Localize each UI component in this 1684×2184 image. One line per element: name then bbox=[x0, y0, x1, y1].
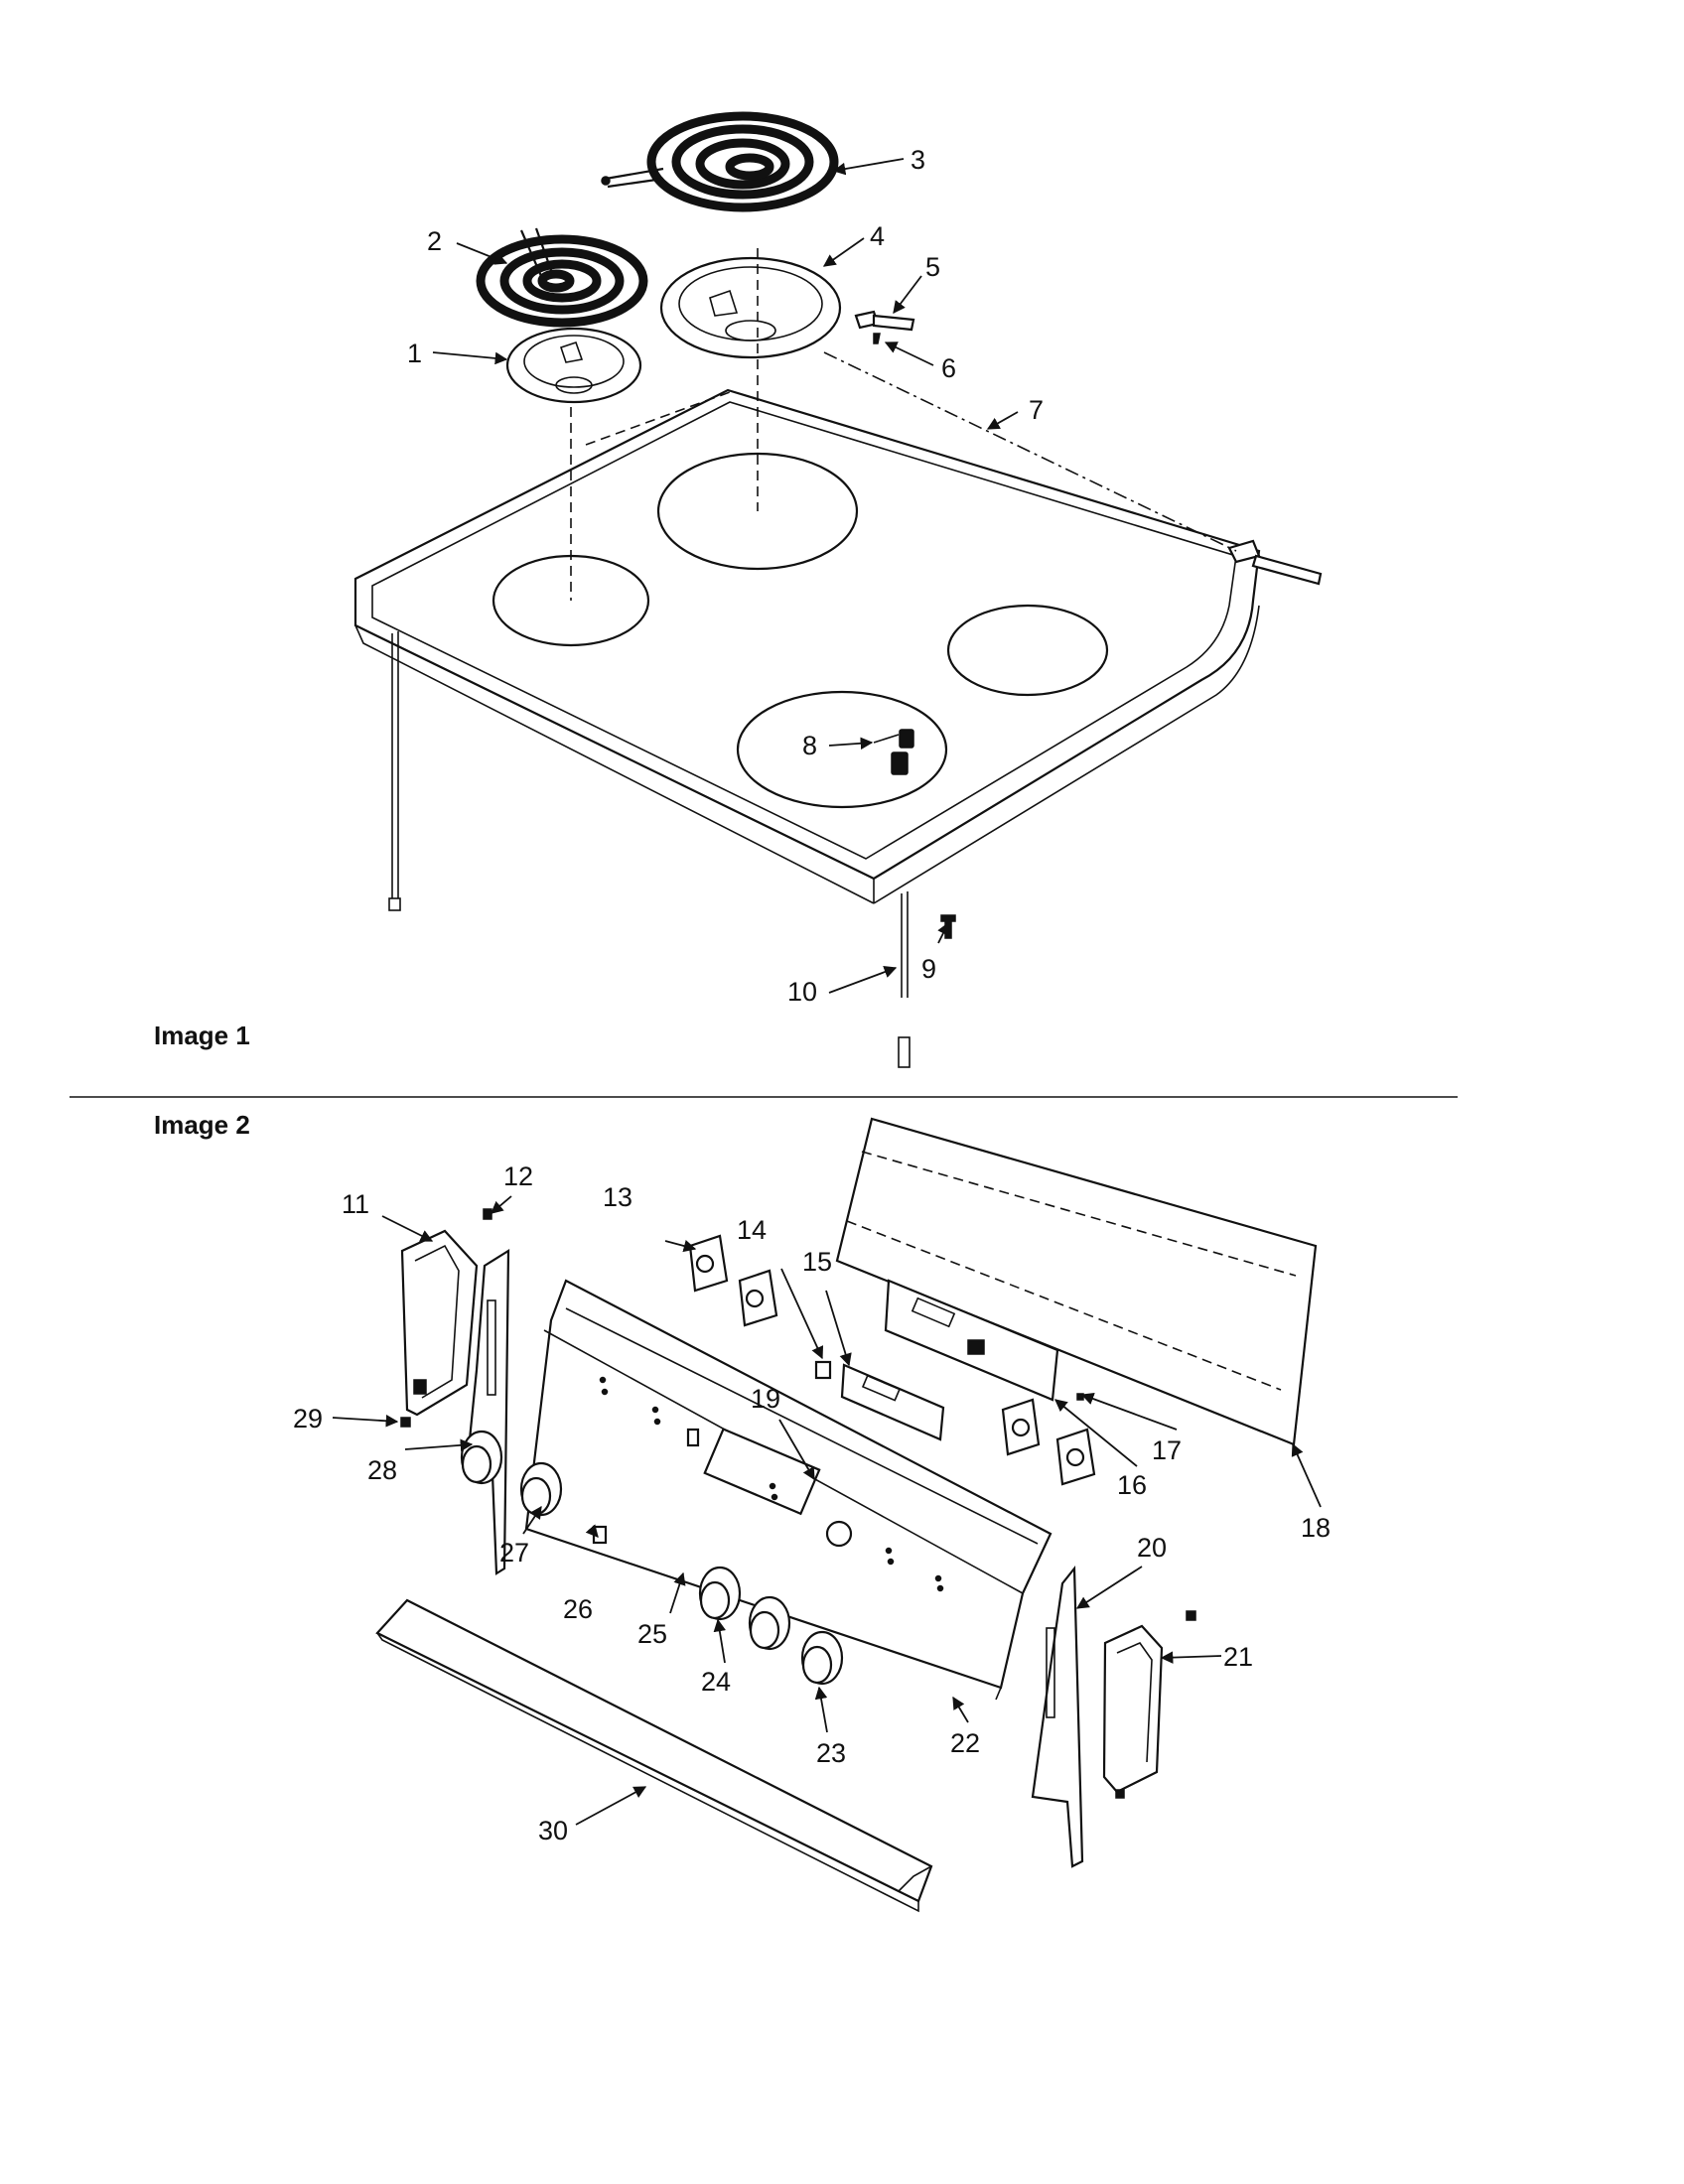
screw-21 bbox=[1186, 1610, 1196, 1621]
callout-25: 25 bbox=[637, 1619, 667, 1649]
callout-11: 11 bbox=[342, 1189, 369, 1219]
callout-30: 30 bbox=[538, 1816, 568, 1845]
callout-15: 15 bbox=[802, 1247, 832, 1277]
callout-12: 12 bbox=[503, 1161, 533, 1191]
callout-22: 22 bbox=[950, 1728, 980, 1758]
callout-21: 21 bbox=[1223, 1642, 1253, 1672]
screw-29 bbox=[400, 1417, 411, 1428]
drip-pan-large bbox=[659, 256, 842, 359]
callout-27: 27 bbox=[499, 1538, 529, 1568]
callout-28: 28 bbox=[367, 1455, 397, 1485]
coil-element-large bbox=[601, 111, 839, 212]
switches bbox=[688, 1234, 1096, 1486]
cooktop-panel bbox=[353, 388, 1323, 1068]
figure-2-caption: Image 2 bbox=[154, 1110, 250, 1140]
bracket-right bbox=[1031, 1565, 1084, 1868]
callout-16: 16 bbox=[1117, 1470, 1147, 1500]
trim-strip bbox=[375, 1598, 933, 1913]
callout-18: 18 bbox=[1301, 1513, 1331, 1543]
callout-9: 9 bbox=[921, 954, 936, 984]
endcap-left bbox=[400, 1229, 479, 1417]
receptacle bbox=[854, 310, 915, 344]
callout-29: 29 bbox=[293, 1404, 323, 1433]
callout-17: 17 bbox=[1152, 1435, 1182, 1465]
callout-1: 1 bbox=[407, 339, 422, 368]
screw-12 bbox=[483, 1208, 492, 1220]
coil-element-small bbox=[476, 227, 648, 328]
callout-8: 8 bbox=[802, 731, 817, 760]
figure-1: 1 2 3 4 5 6 7 8 9 10 Image 1 bbox=[154, 111, 1323, 1068]
callout-10: 10 bbox=[787, 977, 817, 1007]
drip-pan-small bbox=[505, 327, 642, 404]
callout-5: 5 bbox=[925, 252, 940, 282]
callout-2: 2 bbox=[427, 226, 442, 256]
figure-2: 11 12 13 14 15 16 17 18 19 20 21 22 23 2… bbox=[154, 1110, 1331, 1913]
small-switch bbox=[814, 1360, 832, 1380]
clock-overlay bbox=[840, 1363, 945, 1441]
callout-26: 26 bbox=[563, 1594, 593, 1624]
callout-23: 23 bbox=[816, 1738, 846, 1768]
callout-6: 6 bbox=[941, 353, 956, 383]
callout-4: 4 bbox=[870, 221, 885, 251]
callout-13: 13 bbox=[603, 1182, 632, 1212]
screw-21b bbox=[1115, 1789, 1125, 1799]
electronic-control bbox=[884, 1279, 1059, 1402]
endcap-right bbox=[1102, 1624, 1164, 1794]
bracket-left bbox=[465, 1248, 510, 1575]
callout-7: 7 bbox=[1029, 395, 1044, 425]
callout-14: 14 bbox=[737, 1215, 767, 1245]
callout-19: 19 bbox=[751, 1384, 780, 1414]
callout-3: 3 bbox=[911, 145, 925, 175]
figure-1-caption: Image 1 bbox=[154, 1021, 250, 1050]
callout-24: 24 bbox=[701, 1667, 731, 1697]
callout-20: 20 bbox=[1137, 1533, 1167, 1563]
